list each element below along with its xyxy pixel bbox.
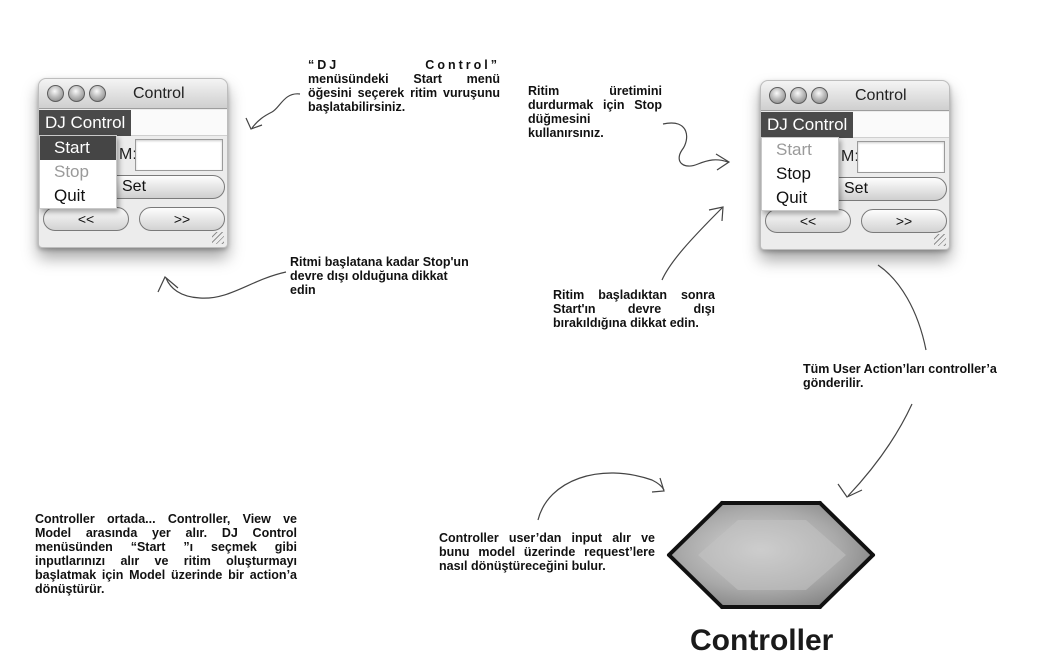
bpm-label: M: [841,148,859,165]
window-title: Control [855,87,907,104]
title-bar: Control [39,79,227,109]
arrow-to-start-menu [251,93,301,129]
note-start-menu-heading: “DJ Control” [308,58,500,72]
note-stop-button: Ritim üretimini durdurmak için Stop düğm… [528,84,662,140]
decrease-bpm-button[interactable]: << [765,209,851,233]
line-user-actions-top [877,264,927,351]
arrow-stop-button [662,122,729,167]
note-controller-middle: Controller ortada... Controller, View ve… [35,512,297,596]
arrow-controller-input [537,472,665,521]
resize-grip[interactable] [934,234,946,246]
close-window-button[interactable] [47,85,64,102]
arrow-stop-disabled [165,271,287,299]
title-bar: Control [761,81,949,111]
note-start-menu: “DJ Control” menüsündeki Start menü öğes… [308,58,500,114]
arrow-start-disabled-head [708,206,724,222]
dj-control-dropdown: Start Stop Quit [39,135,117,209]
arrow-stop-disabled-head [157,276,179,293]
controller-label: Controller [690,624,834,657]
note-start-disabled: Ritim başladıktan sonra Start'ın devre d… [553,288,715,330]
control-window-left: Control DJ Control M: Set << >> Start St… [38,78,228,248]
menu-item-start: Start [776,140,812,159]
dj-control-menu[interactable]: DJ Control [39,110,132,136]
minimize-window-button[interactable] [790,87,807,104]
menu-item-start[interactable]: Start [40,136,116,160]
control-window-right: Control DJ Control M: Set << >> Start St… [760,80,950,250]
controller-gem-icon [667,501,875,609]
arrow-start-disabled [661,207,723,281]
menu-bar: DJ Control [761,112,949,138]
arrow-to-controller [847,403,913,497]
close-window-button[interactable] [769,87,786,104]
dj-control-dropdown: Start Stop Quit [761,137,839,211]
note-stop-disabled: Ritmi başlatana kadar Stop'un devre dışı… [290,255,469,297]
menu-bar: DJ Control [39,110,227,136]
resize-grip[interactable] [212,232,224,244]
menu-item-quit[interactable]: Quit [776,188,808,207]
zoom-window-button[interactable] [89,85,106,102]
arrow-stop-button-head [715,153,731,171]
note-controller-input: Controller user’dan input alır ve bunu m… [439,531,655,573]
decrease-bpm-button[interactable]: << [43,207,129,231]
bpm-input[interactable] [857,141,945,173]
menu-item-stop[interactable]: Stop [776,164,811,183]
arrow-controller-input-head [651,477,665,493]
zoom-window-button[interactable] [811,87,828,104]
note-start-menu-body: menüsündeki Start menü öğesini seçerek r… [308,72,500,114]
window-title: Control [133,85,185,102]
bpm-label: M: [119,146,137,163]
dj-control-menu[interactable]: DJ Control [761,112,854,138]
note-user-actions: Tüm User Action’ları controller’a gönder… [803,362,997,390]
menu-item-quit[interactable]: Quit [54,186,86,205]
minimize-window-button[interactable] [68,85,85,102]
arrow-to-controller-head [837,483,863,498]
increase-bpm-button[interactable]: >> [139,207,225,231]
arrow-to-start-menu-head [245,117,263,130]
menu-item-stop: Stop [54,162,89,181]
increase-bpm-button[interactable]: >> [861,209,947,233]
bpm-input[interactable] [135,139,223,171]
